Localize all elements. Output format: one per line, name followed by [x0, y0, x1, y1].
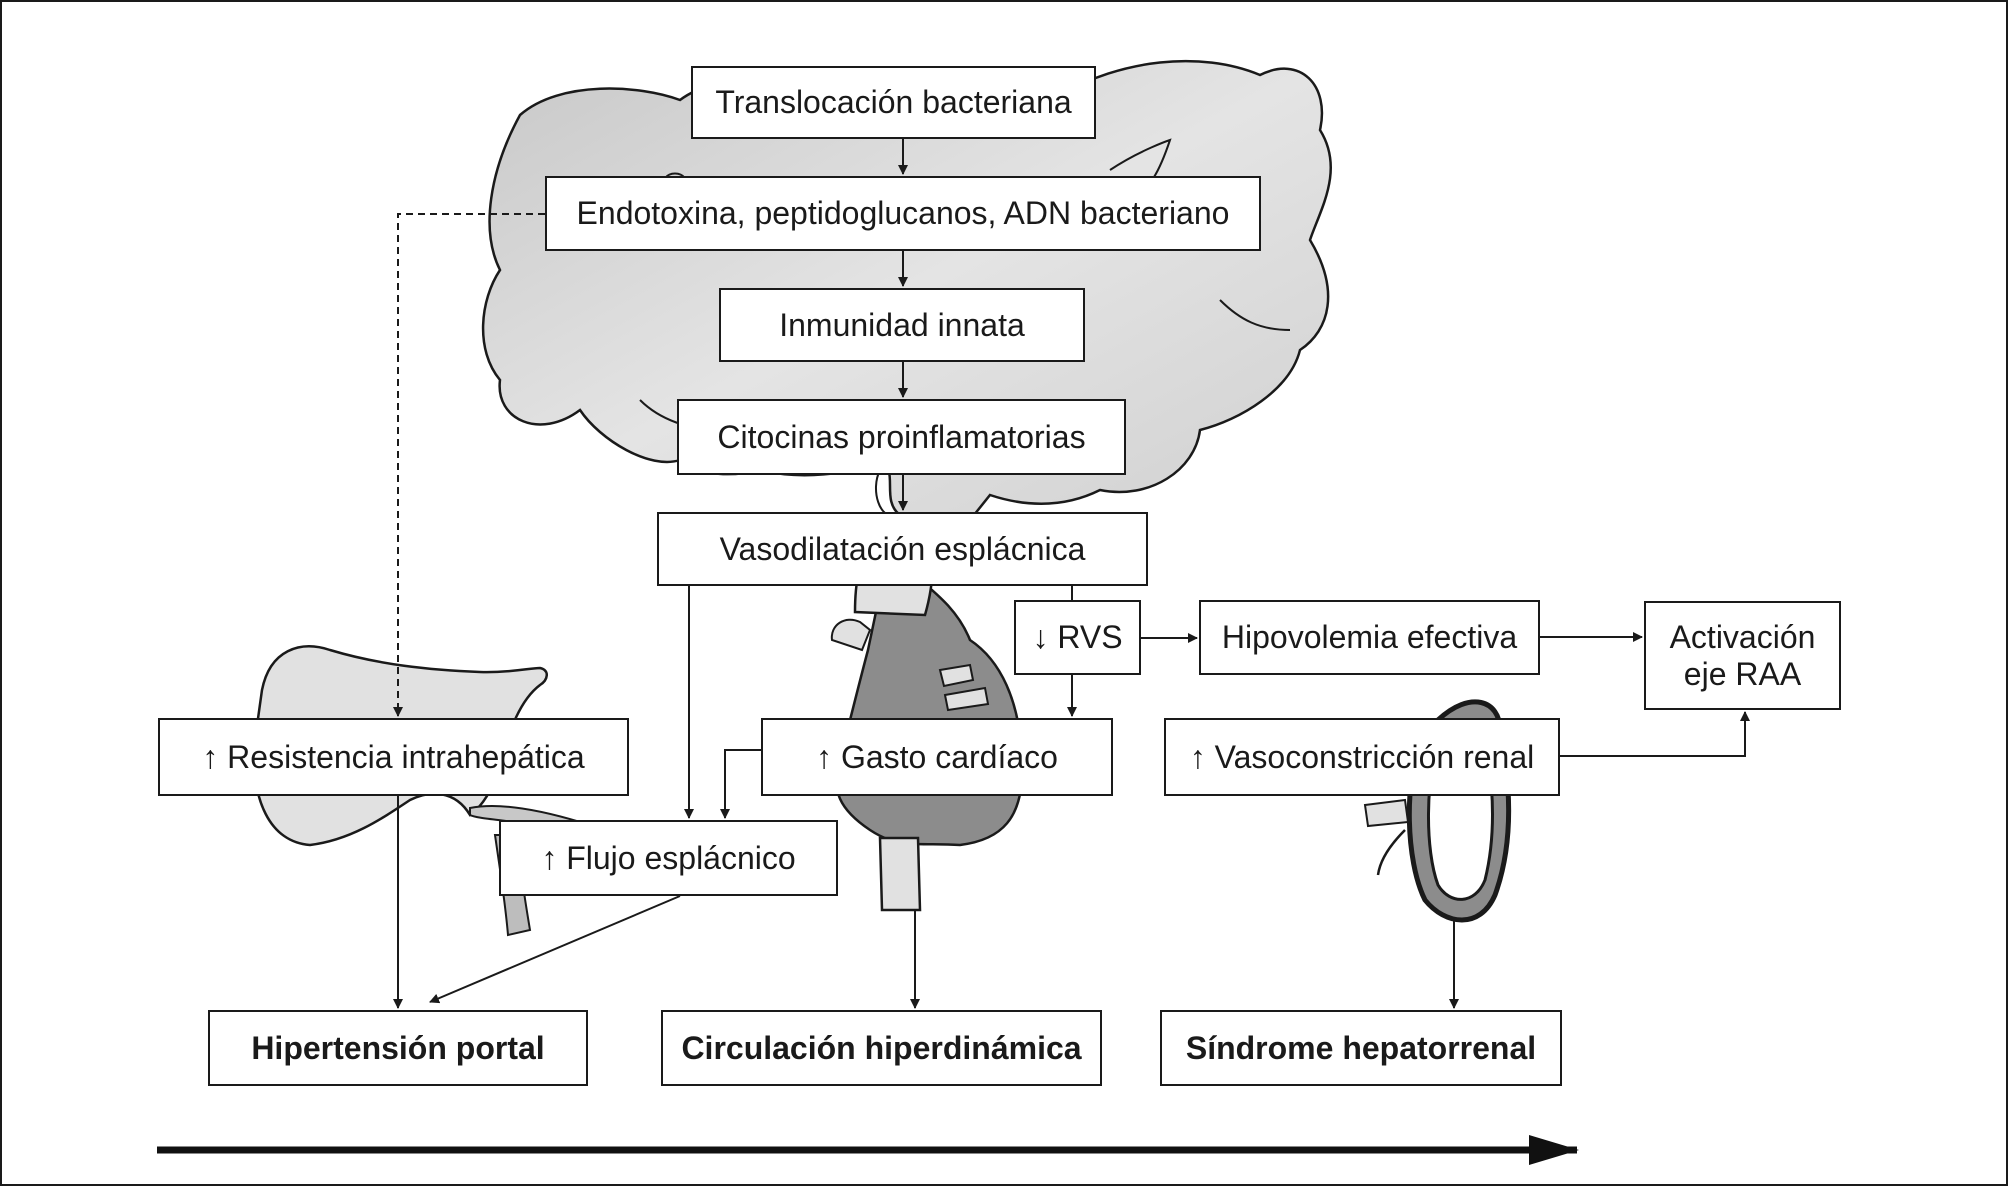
node-inmunidad: Inmunidad innata — [719, 288, 1085, 362]
node-circulacion-label: Circulación hiperdinámica — [681, 1029, 1082, 1066]
node-hipertension: Hipertensión portal — [208, 1010, 588, 1086]
node-activacion: Activación eje RAA — [1644, 601, 1841, 710]
node-flujo-label: ↑ Flujo esplácnico — [541, 839, 796, 876]
node-sindrome: Síndrome hepatorrenal — [1160, 1010, 1562, 1086]
arrow-flujo-hipertension — [429, 895, 681, 1004]
node-endotoxina: Endotoxina, peptidoglucanos, ADN bacteri… — [545, 176, 1261, 251]
node-activacion-label: Activación eje RAA — [1669, 618, 1816, 692]
node-flujo: ↑ Flujo esplácnico — [499, 820, 838, 896]
node-resistencia-label: ↑ Resistencia intrahepática — [202, 738, 585, 775]
node-hipertension-label: Hipertensión portal — [251, 1029, 545, 1066]
node-translocacion-label: Translocación bacteriana — [715, 84, 1072, 121]
node-gasto-label: ↑ Gasto cardíaco — [816, 738, 1058, 775]
node-rvs: ↓ RVS — [1014, 600, 1141, 675]
node-vasoconstriccion: ↑ Vasoconstricción renal — [1164, 718, 1560, 796]
node-vasoconstriccion-label: ↑ Vasoconstricción renal — [1189, 738, 1535, 775]
node-citocinas-label: Citocinas proinflamatorias — [717, 418, 1086, 455]
arrow-vasoconstriccion-activacion — [1560, 711, 1750, 757]
node-translocacion: Translocación bacteriana — [691, 66, 1096, 139]
node-vasodilatacion: Vasodilatación esplácnica — [657, 512, 1148, 586]
node-hipovolemia-label: Hipovolemia efectiva — [1221, 619, 1518, 656]
node-sindrome-label: Síndrome hepatorrenal — [1185, 1029, 1537, 1066]
node-gasto: ↑ Gasto cardíaco — [761, 718, 1113, 796]
node-resistencia: ↑ Resistencia intrahepática — [158, 718, 629, 796]
node-citocinas: Citocinas proinflamatorias — [677, 399, 1126, 475]
node-rvs-label: ↓ RVS — [1032, 619, 1123, 656]
node-hipovolemia: Hipovolemia efectiva — [1199, 600, 1540, 675]
arrow-endotoxina-resistencia — [393, 213, 545, 717]
node-endotoxina-label: Endotoxina, peptidoglucanos, ADN bacteri… — [576, 195, 1230, 232]
node-vasodilatacion-label: Vasodilatación esplácnica — [719, 530, 1086, 567]
node-inmunidad-label: Inmunidad innata — [779, 306, 1025, 343]
connectors — [393, 139, 1750, 1009]
node-circulacion: Circulación hiperdinámica — [661, 1010, 1102, 1086]
arrow-gasto-flujo — [720, 749, 761, 819]
